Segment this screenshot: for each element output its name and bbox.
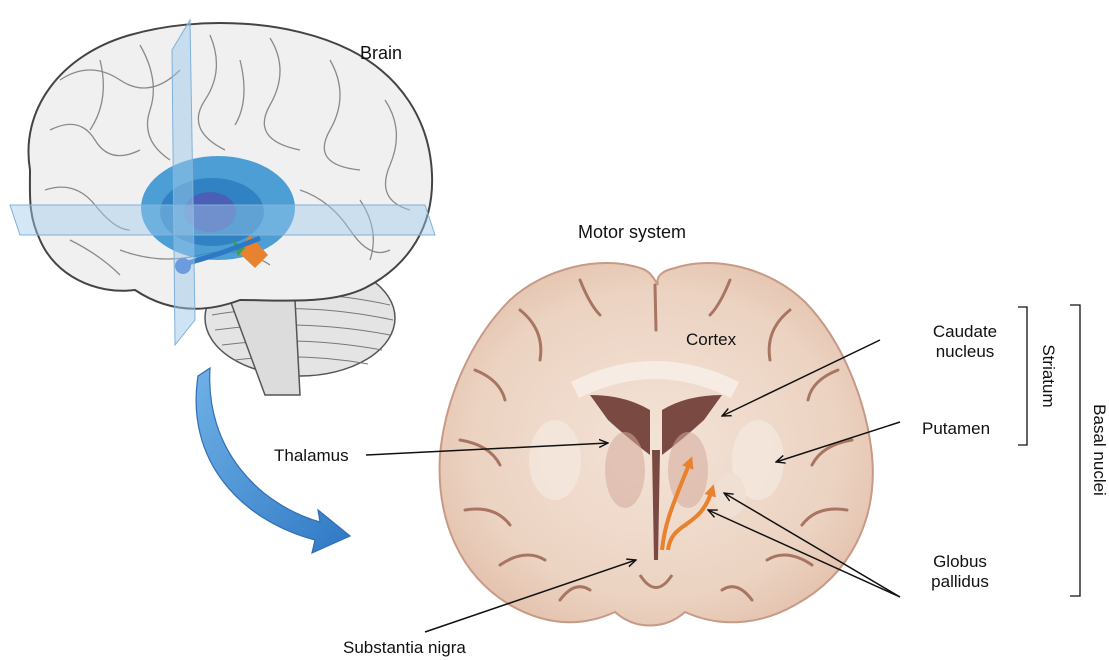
coronal-slice bbox=[440, 263, 873, 625]
striatum-bracket bbox=[1018, 307, 1027, 445]
putamen-label: Putamen bbox=[922, 419, 990, 439]
basal-nuclei-bracket bbox=[1070, 305, 1080, 596]
caudate-nucleus-label: Caudate nucleus bbox=[925, 322, 1005, 362]
basal-nuclei-label: Basal nuclei bbox=[1089, 400, 1109, 500]
striatum-label: Striatum bbox=[1038, 336, 1058, 416]
globus-pallidus-region bbox=[714, 473, 746, 517]
brain-illustration bbox=[10, 20, 435, 395]
cortex-label: Cortex bbox=[686, 330, 736, 350]
globus-line-2: pallidus bbox=[920, 572, 1000, 592]
brain-title: Brain bbox=[360, 43, 402, 63]
substantia-nigra-label: Substantia nigra bbox=[343, 638, 466, 658]
thalamus-region bbox=[605, 432, 645, 508]
caudate-line-1: Caudate bbox=[925, 322, 1005, 342]
globus-line-1: Globus bbox=[920, 552, 1000, 572]
horizontal-plane bbox=[10, 205, 435, 235]
thalamus-label: Thalamus bbox=[274, 446, 349, 466]
caudate-line-2: nucleus bbox=[925, 342, 1005, 362]
motor-system-title: Motor system bbox=[578, 222, 686, 242]
globus-pallidus-label: Globus pallidus bbox=[920, 552, 1000, 592]
